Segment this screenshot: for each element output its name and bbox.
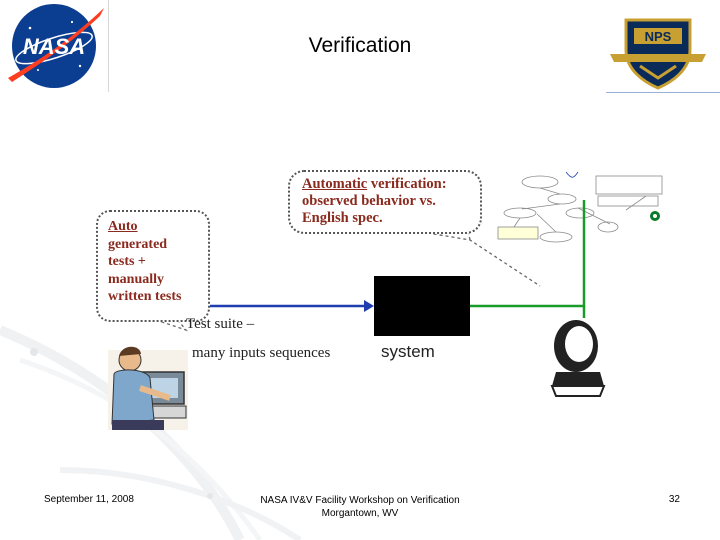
test-suite-sublabel: many inputs sequences bbox=[192, 345, 331, 361]
header-rule bbox=[606, 92, 720, 93]
left-callout bbox=[96, 210, 210, 322]
slide-title: Verification bbox=[308, 34, 412, 57]
callout-line: written tests bbox=[108, 289, 182, 304]
callout-line: verification: bbox=[367, 176, 447, 192]
system-box bbox=[374, 276, 470, 336]
output-line bbox=[470, 200, 586, 308]
callout-line: manually bbox=[108, 271, 165, 287]
callout-emphasis: Automatic bbox=[302, 176, 368, 192]
left-callout-text: Auto generated tests + manually written … bbox=[108, 218, 204, 306]
system-label: system bbox=[381, 342, 435, 361]
input-arrowhead bbox=[364, 300, 374, 312]
computer-icon bbox=[550, 320, 606, 397]
callout-line: generated bbox=[108, 236, 168, 252]
footer-date: September 11, 2008 bbox=[44, 494, 134, 505]
callout-line: tests + bbox=[108, 254, 146, 269]
nps-logo: NPS bbox=[606, 14, 710, 90]
footer-event-line2: Morgantown, WV bbox=[321, 508, 399, 519]
svg-text:NASA: NASA bbox=[23, 34, 85, 59]
operator-icon bbox=[108, 346, 188, 430]
callout-line: Auto bbox=[108, 219, 138, 234]
svg-text:NPS: NPS bbox=[645, 29, 672, 44]
footer-event-line1: NASA IV&V Facility Workshop on Verificat… bbox=[260, 495, 460, 506]
test-suite-label: Test suite – bbox=[186, 316, 255, 332]
behavior-diagram bbox=[497, 171, 663, 243]
footer-event: NASA IV&V Facility Workshop on Verificat… bbox=[240, 494, 480, 520]
top-callout-text: Automatic verification: observed behavio… bbox=[302, 176, 478, 227]
page-number: 32 bbox=[668, 494, 680, 505]
callout-line: observed behavior vs. bbox=[302, 193, 436, 209]
nasa-logo: NASA bbox=[0, 0, 109, 92]
callout-line: English spec. bbox=[302, 210, 383, 226]
top-callout bbox=[288, 170, 482, 234]
